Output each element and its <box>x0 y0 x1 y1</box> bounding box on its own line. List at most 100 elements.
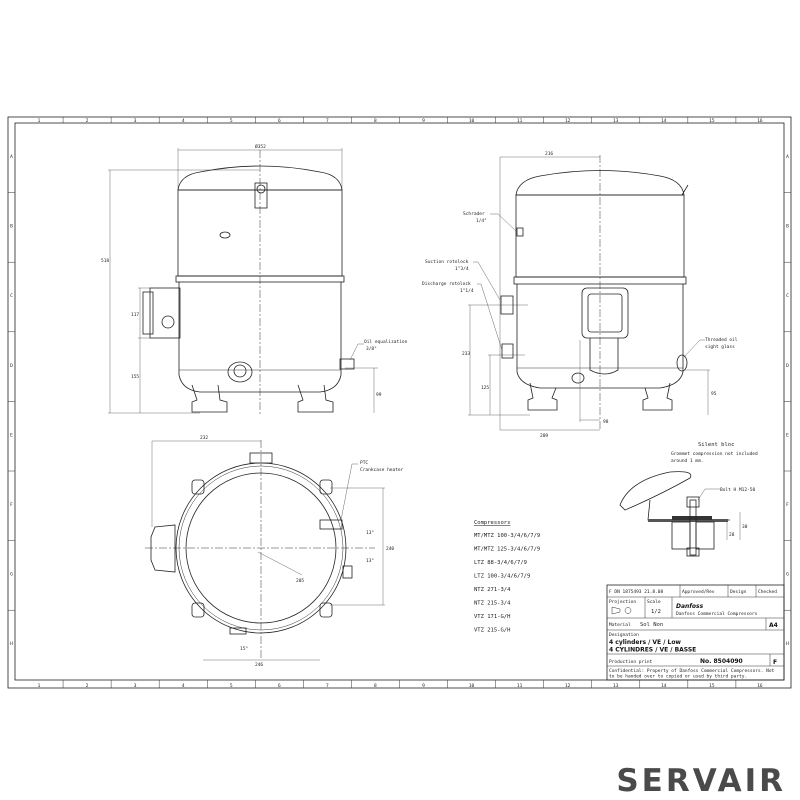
discharge-label: Discharge rotolock <box>422 281 471 287</box>
compressors-list: Compressors MT/MTZ 100-3/4/6/7/9MT/MTZ 1… <box>474 520 540 634</box>
suction-size: 1"3/4 <box>455 266 469 272</box>
compressor-model: MT/MTZ 125-3/4/6/7/9 <box>474 547 540 553</box>
compressor-model: LTZ 100-3/4/6/7/9 <box>474 574 530 580</box>
designation-fr: 4 CYLINDRES / VE / BASSE <box>609 647 696 654</box>
frame-row-label: C <box>10 293 13 299</box>
company-name: Danfoss Commercial Compressors <box>676 611 758 617</box>
revision-entry: F DN 1875493 21.8.08 <box>609 589 663 595</box>
compressor-model: LTZ 88-3/4/6/7/9 <box>474 560 527 566</box>
frame-grid-labels: 1122334455667788991010111112121313141415… <box>8 117 791 689</box>
dim-box-base: 155 <box>131 374 139 380</box>
schrader-label: Schrader <box>463 211 485 217</box>
projection-label: Projection <box>609 599 636 605</box>
compressor-model: NTZ 271-3/4 <box>474 587 511 593</box>
inner-frame <box>14 122 785 681</box>
frame-column-label: 3 <box>134 118 137 124</box>
compressor-model: VTZ 215-G/H <box>474 628 510 634</box>
paper-size: A4 <box>769 622 778 629</box>
frame-column-label: 12 <box>565 683 571 689</box>
frame-row-label: G <box>786 572 789 578</box>
discharge-size: 1"1/4 <box>460 288 474 294</box>
designation-en: 4 cylinders / VE / Low <box>609 639 681 646</box>
servair-logo: SERVAIR <box>616 763 786 799</box>
frame-row-label: B <box>10 224 13 230</box>
frame-row-label: F <box>10 502 13 508</box>
top-view: 205 232 240 246 13° 13° 15° PTC Crankcas… <box>145 435 404 668</box>
confidential-notice: Confidential: Property of Danfoss Commer… <box>609 668 775 680</box>
outer-frame <box>7 116 792 689</box>
dim-radius: 205 <box>296 578 304 584</box>
silent-bloc-title: Silent bloc <box>698 442 734 448</box>
dim-oil-height: 99 <box>376 392 382 398</box>
frame-column-label: 2 <box>86 683 89 689</box>
frame-column-label: 5 <box>230 118 233 124</box>
sight-glass-label: Threaded oil <box>705 337 738 343</box>
frame-row-label: A <box>10 154 13 160</box>
oil-equalization-size: 3/8" <box>366 346 377 352</box>
frame-column-label: 12 <box>565 118 571 124</box>
drawing-number: No. 8504090 <box>700 658 743 665</box>
frame-column-label: 10 <box>469 118 475 124</box>
dim-center-offset: 98 <box>603 419 609 425</box>
compressor-model: VTZ 171-G/H <box>474 614 510 620</box>
design-label: Design <box>730 589 747 595</box>
frame-column-label: 13 <box>613 118 619 124</box>
dim-silent-b: 30 <box>742 524 748 530</box>
dim-height: 518 <box>101 258 109 264</box>
front-view: Ø352 518 117 155 99 Oil equalization 3/8… <box>101 143 408 415</box>
frame-row-label: E <box>786 432 789 438</box>
scale-value: 1/2 <box>651 609 661 615</box>
frame-column-label: 9 <box>422 683 425 689</box>
frame-column-label: 7 <box>326 118 329 124</box>
frame-column-label: 8 <box>374 118 377 124</box>
frame-column-label: 13 <box>613 683 619 689</box>
ptc-label: PTC <box>360 460 368 466</box>
frame-column-label: 11 <box>517 683 523 689</box>
frame-column-label: 11 <box>517 118 523 124</box>
material-value: Sol Non <box>640 622 663 628</box>
frame-column-label: 1 <box>38 118 41 124</box>
silent-bloc-note-2: around 1 mm. <box>671 458 704 464</box>
compressors-title: Compressors <box>474 520 510 526</box>
dim-left: 232 <box>200 435 208 441</box>
designation-label: Designation <box>609 632 639 638</box>
frame-column-label: 7 <box>326 683 329 689</box>
frame-column-label: 5 <box>230 683 233 689</box>
compressor-model: MT/MTZ 100-3/4/6/7/9 <box>474 533 540 539</box>
dim-discharge-height: 125 <box>481 385 489 391</box>
frame-row-label: D <box>10 363 13 369</box>
frame-row-label: H <box>786 641 789 647</box>
schrader-size: 1/4" <box>476 218 487 224</box>
frame-column-label: 3 <box>134 683 137 689</box>
frame-column-label: 10 <box>469 683 475 689</box>
sight-glass-label-2: sight glass <box>705 344 735 350</box>
material-label: Material <box>609 622 631 628</box>
dim-sight-glass-height: 95 <box>711 391 717 397</box>
checked-label: Checked <box>758 589 777 595</box>
compressor-model: NTZ 215-3/4 <box>474 601 511 607</box>
frame-row-label: F <box>786 502 789 508</box>
production-label: Production print <box>609 659 653 665</box>
frame-row-label: B <box>786 224 789 230</box>
frame-row-label: C <box>786 293 789 299</box>
oil-equalization-label: Oil equalization <box>364 339 408 345</box>
dim-bottom: 246 <box>255 662 263 668</box>
frame-column-label: 9 <box>422 118 425 124</box>
dim-base-width: 209 <box>540 433 548 439</box>
bolt-label: Bolt H M12-50 <box>720 487 756 493</box>
frame-column-label: 15 <box>709 118 715 124</box>
revision-letter: F <box>773 659 777 666</box>
angle-2: 13° <box>366 558 374 564</box>
frame-row-label: H <box>10 641 13 647</box>
frame-column-label: 14 <box>661 683 667 689</box>
ptc-label-2: Crankcase heater <box>360 467 404 473</box>
dim-diameter: Ø352 <box>255 143 266 150</box>
frame-row-label: E <box>10 432 13 438</box>
frame-column-label: 15 <box>709 683 715 689</box>
frame-column-label: 16 <box>757 118 763 124</box>
danfoss-logo: Danfoss <box>676 603 704 610</box>
frame-row-label: A <box>786 154 789 160</box>
side-view: 216 233 125 209 98 95 Schrader 1/4" Suct… <box>422 151 738 439</box>
frame-column-label: 6 <box>278 118 281 124</box>
